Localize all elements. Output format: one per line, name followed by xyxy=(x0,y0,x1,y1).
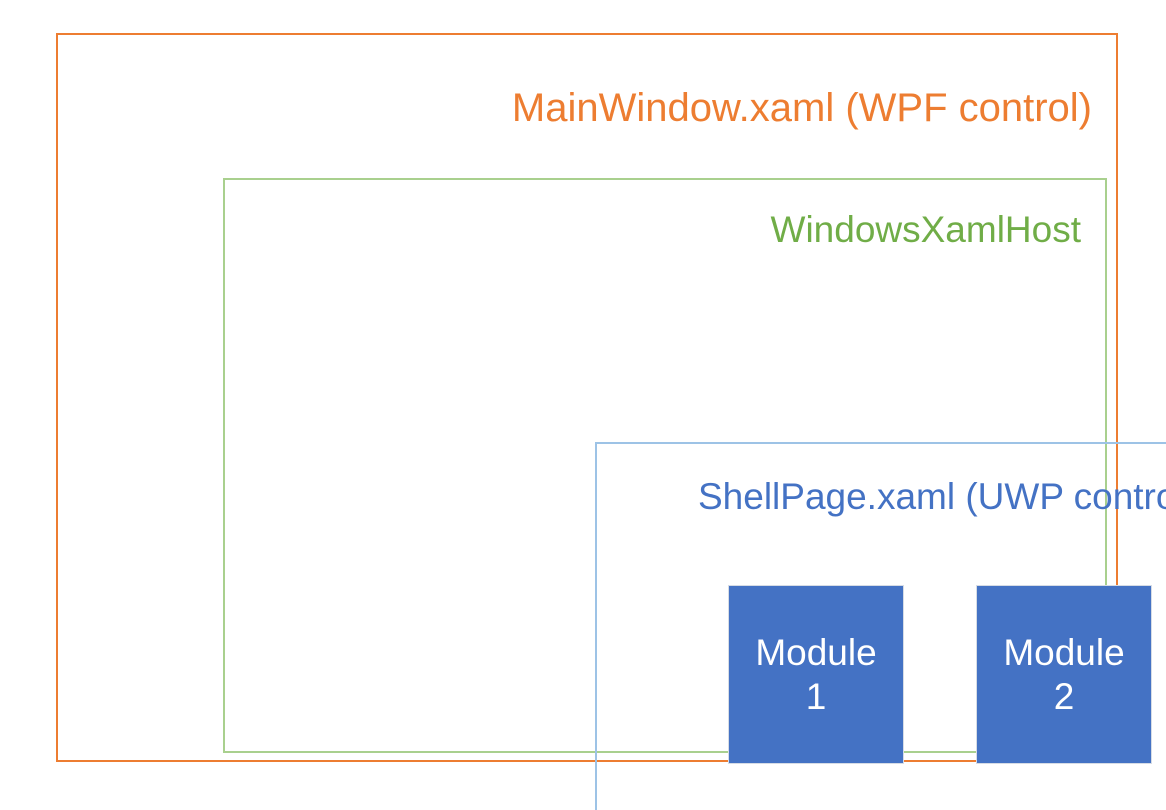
layer-windowsxamlhost-label: WindowsXamlHost xyxy=(770,209,1081,250)
module-1-label-line2: 1 xyxy=(805,675,827,717)
module-1-label-line1: Module xyxy=(755,631,877,673)
module-box-1: Module 1 xyxy=(728,585,904,764)
layer-windowsxamlhost: WindowsXamlHost ShellPage.xaml (UWP cont… xyxy=(223,178,1166,810)
layer-mainwindow-label: MainWindow.xaml (WPF control) xyxy=(511,86,1092,130)
layer-mainwindow: MainWindow.xaml (WPF control) WindowsXam… xyxy=(56,33,1166,810)
layer-shellpage-label: ShellPage.xaml (UWP control) xyxy=(698,476,1166,517)
module-box-2: Module 2 xyxy=(976,585,1152,764)
module-2-label-line1: Module xyxy=(1003,631,1125,673)
module-2-label-line2: 2 xyxy=(1053,675,1075,717)
layer-shellpage: ShellPage.xaml (UWP control) Module 1 Mo… xyxy=(595,442,1166,810)
